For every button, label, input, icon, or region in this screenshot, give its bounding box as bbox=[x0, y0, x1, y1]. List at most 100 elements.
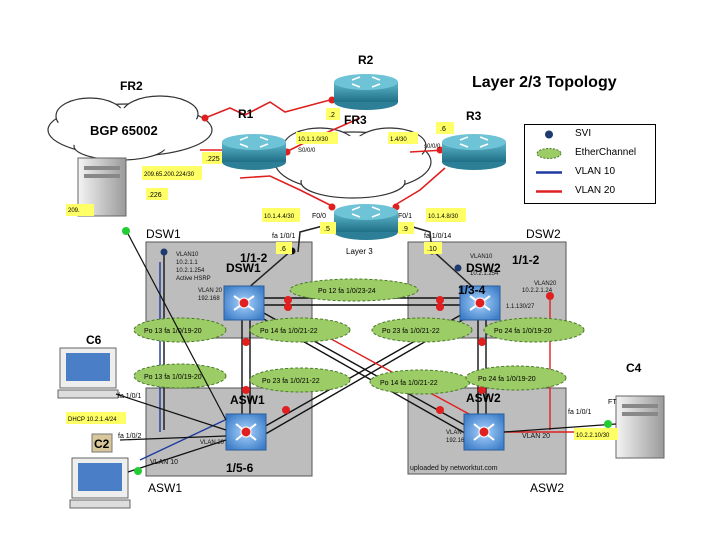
switch-dsw1[interactable] bbox=[223, 285, 265, 321]
legend: SVI EtherChannel VLAN 10 VLAN 20 bbox=[524, 124, 656, 204]
tag-1-30: 10.1.1.0/30 bbox=[298, 137, 329, 143]
tag-dot10: .10 bbox=[427, 246, 437, 253]
port-fa1-0-1-left: fa 1/0/1 bbox=[272, 233, 295, 240]
tag-dhcp: DHCP 10.2.1.4/24 bbox=[68, 417, 117, 423]
dsw1-port-label: 1/1-2 bbox=[240, 251, 268, 265]
switch-asw1[interactable] bbox=[225, 413, 267, 451]
port-fa1-0-14: fa 1/0/14 bbox=[424, 233, 451, 240]
legend-row-svi: SVI bbox=[525, 125, 655, 144]
pc-c2[interactable] bbox=[69, 457, 131, 509]
asw1-port-label: 1/5-6 bbox=[226, 461, 254, 475]
ec-label-po24-asw: Po 24 fa 1/0/19-20 bbox=[478, 376, 536, 383]
port-f0-1: F0/1 bbox=[398, 213, 412, 220]
etherchannel-po14-dsw bbox=[249, 317, 351, 343]
svi-asw1-vlan20: VLAN 20 bbox=[200, 440, 225, 446]
tag-226: .226 bbox=[148, 192, 162, 199]
dsw2-label: DSW2 bbox=[466, 261, 501, 275]
tag-dot6: .6 bbox=[280, 246, 286, 253]
svi-dsw2-net: 1.1.130/27 bbox=[506, 304, 535, 310]
legend-label-svi: SVI bbox=[575, 128, 592, 139]
router-layer3[interactable] bbox=[334, 204, 398, 240]
bgp-label: BGP 65002 bbox=[90, 123, 158, 138]
ec-label-po13-asw: Po 13 fa 1/0/19-20 bbox=[144, 374, 202, 381]
tag-209: 209.65.200.224/30 bbox=[144, 172, 195, 178]
dsw2-port-label: 1/1-2 bbox=[512, 253, 540, 267]
port-s0-0-0-r3: s0/0/0 bbox=[424, 144, 441, 150]
legend-row-vlan20: VLAN 20 bbox=[525, 182, 655, 201]
svi-asw2-vlan20: VLAN 20 bbox=[522, 433, 550, 440]
legend-row-etherchannel: EtherChannel bbox=[525, 144, 655, 163]
svi-dsw1-vlan10: VLAN10 bbox=[176, 252, 199, 258]
r2-label: R2 bbox=[358, 53, 374, 67]
svi-dsw1-ip1: 10.2.1.1 bbox=[176, 260, 198, 266]
etherchannel-po12 bbox=[289, 278, 419, 302]
dsw1-area-label: DSW1 bbox=[146, 227, 181, 241]
legend-row-vlan10: VLAN 10 bbox=[525, 163, 655, 182]
fr2-cloud bbox=[47, 95, 213, 161]
svi-asw1-vlan10: VLAN 10 bbox=[150, 459, 178, 466]
dsw2-area-label: DSW2 bbox=[526, 227, 561, 241]
svi-dot-icon bbox=[545, 130, 553, 139]
svi-dsw2-vlan20: VLAN20 bbox=[534, 281, 557, 287]
ec-label-po23-asw: Po 23 fa 1/0/21-22 bbox=[262, 378, 320, 385]
pc-c6[interactable] bbox=[57, 347, 119, 399]
vlan20-line-icon bbox=[536, 190, 562, 193]
etherchannel-po23-dsw bbox=[371, 317, 473, 343]
etherchannel-po13-asw bbox=[133, 363, 227, 389]
c2-phone-icon bbox=[91, 433, 113, 453]
fr3-label: FR3 bbox=[344, 113, 367, 127]
port-s0-0-0: S0/0/0 bbox=[298, 148, 316, 154]
tag-4-30: 1.4/30 bbox=[390, 137, 407, 143]
c2-label: C2 bbox=[94, 437, 110, 451]
router-r3[interactable] bbox=[442, 134, 506, 170]
tag-dot2: .2 bbox=[329, 112, 335, 119]
port-f0-0: F0/0 bbox=[312, 213, 326, 220]
tag-225: .225 bbox=[206, 156, 220, 163]
etherchannel-icon bbox=[536, 148, 562, 159]
vlan10-line-icon bbox=[536, 171, 562, 174]
wan-dots bbox=[201, 96, 444, 211]
etherchannel-po24-asw bbox=[465, 365, 567, 391]
ec-label-po12: Po 12 fa 1/0/23-24 bbox=[318, 288, 376, 295]
etherchannel-po13-dsw bbox=[133, 317, 227, 343]
etherchannel-po24-dsw bbox=[483, 317, 585, 343]
tag-10-1-4-8: 10.1.4.8/30 bbox=[428, 214, 459, 220]
server-c4[interactable] bbox=[615, 395, 665, 459]
wan-links bbox=[200, 99, 446, 206]
svi-dsw1-vlan20ip: 192.168 bbox=[198, 296, 220, 302]
dsw1-label: DSW1 bbox=[226, 261, 261, 275]
asw2-area-label: ASW2 bbox=[530, 481, 564, 495]
legend-label-vlan10: VLAN 10 bbox=[575, 166, 616, 177]
layer3-label: Layer 3 bbox=[346, 247, 373, 256]
tag-209b: 209. bbox=[68, 208, 80, 214]
fr2-label: FR2 bbox=[120, 79, 143, 93]
legend-label-etherchannel: EtherChannel bbox=[575, 147, 637, 158]
etherchannel-group bbox=[133, 278, 585, 395]
asw2-label: ASW2 bbox=[466, 391, 501, 405]
footer-credit: uploaded by networktut.com bbox=[410, 465, 498, 472]
svi-asw2-ip: 192.16 bbox=[446, 438, 465, 444]
tag-10-1-4-4: 10.1.4.4/30 bbox=[264, 214, 295, 220]
asw1-label: ASW1 bbox=[230, 393, 265, 407]
svi-dsw1-ip2: 10.2.1.254 bbox=[176, 268, 205, 274]
svi-asw2-vlan: VLAN bbox=[446, 430, 462, 436]
ec-label-po24-dsw: Po 24 fa 1/0/19-20 bbox=[494, 328, 552, 335]
svi-dsw2-vlan20ip: 10.2.2.1.24 bbox=[522, 288, 553, 294]
asw1-area-label: ASW1 bbox=[148, 481, 182, 495]
switch-dsw2[interactable] bbox=[459, 285, 501, 321]
ec-label-po14-dsw: Po 14 fa 1/0/21-22 bbox=[260, 328, 318, 335]
yellow-tags bbox=[66, 108, 618, 440]
legend-label-vlan20: VLAN 20 bbox=[575, 185, 616, 196]
port-c2: fa 1/0/2 bbox=[118, 433, 141, 440]
switch-asw2[interactable] bbox=[463, 413, 505, 451]
tag-10-2-2-10: 10.2.2.10/30 bbox=[576, 433, 610, 439]
svi-dsw1-hsrp: Active HSRP bbox=[176, 276, 211, 282]
router-r1[interactable] bbox=[222, 134, 286, 170]
ec-label-po13-dsw: Po 13 fa 1/0/19-20 bbox=[144, 328, 202, 335]
tag-dot9: .9 bbox=[402, 226, 408, 233]
router-r2[interactable] bbox=[334, 74, 398, 110]
port-c6: fa 1/0/1 bbox=[118, 393, 141, 400]
port-ft: FT bbox=[608, 399, 617, 406]
c6-label: C6 bbox=[86, 333, 102, 347]
r1-label: R1 bbox=[238, 107, 254, 121]
